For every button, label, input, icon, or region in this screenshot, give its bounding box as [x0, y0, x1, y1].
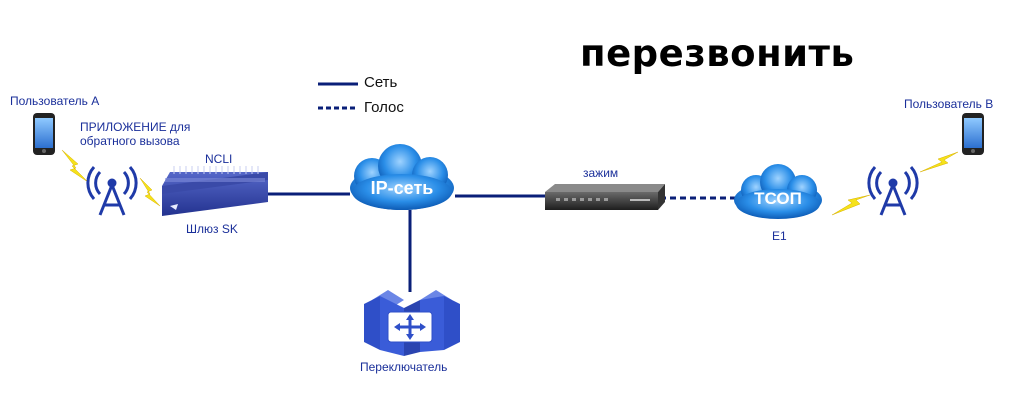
wireless-lightning-icon-b2 [831, 194, 871, 216]
wireless-lightning-icon-a1 [61, 149, 89, 183]
e1-label: E1 [772, 229, 787, 243]
page-title: перезвонить [580, 32, 855, 75]
callback-app-label-line2: обратного вызова [80, 134, 180, 148]
switch-label: Переключатель [360, 360, 448, 374]
pstn-cloud-icon [734, 164, 822, 219]
callback-app-label-line1: ПРИЛОЖЕНИЕ для [80, 120, 191, 134]
user-b-label: Пользователь B [904, 97, 994, 111]
phone-icon-user-a [33, 113, 55, 155]
clamp-device-icon [545, 184, 665, 210]
gateway-device-icon [162, 166, 268, 216]
wireless-lightning-icon-a2 [139, 177, 161, 207]
legend-voice-label: Голос [364, 99, 404, 116]
legend-network-label: Сеть [364, 74, 398, 91]
radio-tower-icon-a [86, 166, 138, 216]
gateway-label: Шлюз SK [186, 222, 238, 236]
clamp-label: зажим [583, 166, 619, 180]
wireless-lightning-icon-b1 [919, 151, 959, 173]
ncli-label: NCLI [205, 152, 233, 166]
pstn-label: ТСОП [754, 189, 802, 208]
phone-icon-user-b [962, 113, 984, 155]
ip-network-label: IP-сеть [371, 178, 434, 198]
ip-network-cloud-icon [350, 144, 454, 210]
user-a-label: Пользователь A [10, 94, 100, 108]
radio-tower-icon-b [867, 166, 919, 216]
switch-router-icon [364, 290, 460, 356]
